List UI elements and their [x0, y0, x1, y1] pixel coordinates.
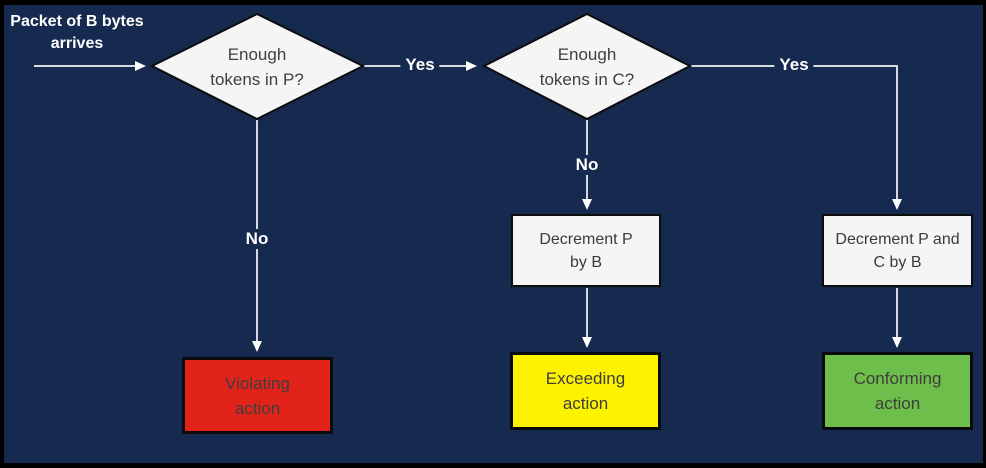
process-decrement-p-box: Decrement P by B: [511, 214, 661, 287]
start-label-line2: arrives: [50, 35, 104, 52]
edge-label-p-no: No: [240, 229, 274, 249]
decision-c-label: Enough tokens in C?: [495, 30, 679, 104]
exceeding-action-line1: Exceeding: [545, 369, 626, 388]
conforming-action-line2: action: [874, 394, 921, 413]
violating-action-box: Violating action: [182, 357, 333, 434]
process-decrement-p-line2: by B: [569, 253, 602, 271]
process-decrement-pc-line2: C by B: [873, 253, 922, 271]
process-decrement-pc-line1: Decrement P and: [835, 230, 960, 248]
edge-label-c-yes: Yes: [774, 55, 814, 75]
start-label-line1: Packet of B bytes: [10, 13, 144, 30]
decision-p-line2: tokens in P?: [210, 70, 304, 89]
edge-label-p-yes: Yes: [400, 55, 440, 75]
process-decrement-p-line1: Decrement P: [539, 230, 633, 248]
decision-c-line1: Enough: [557, 45, 617, 64]
decision-p-label: Enough tokens in P?: [165, 30, 349, 104]
edge-label-c-no: No: [570, 155, 604, 175]
process-decrement-pc-box: Decrement P and C by B: [822, 214, 973, 287]
conforming-action-line1: Conforming: [853, 369, 942, 388]
decision-c-line2: tokens in C?: [539, 70, 635, 89]
start-label: Packet of B bytes arrives: [2, 11, 152, 55]
violating-action-line2: action: [234, 398, 281, 418]
violating-action-line1: Violating: [225, 373, 290, 393]
exceeding-action-box: Exceeding action: [510, 352, 661, 430]
exceeding-action-line2: action: [562, 394, 609, 413]
conforming-action-box: Conforming action: [822, 352, 973, 430]
decision-p-line1: Enough: [227, 45, 287, 64]
